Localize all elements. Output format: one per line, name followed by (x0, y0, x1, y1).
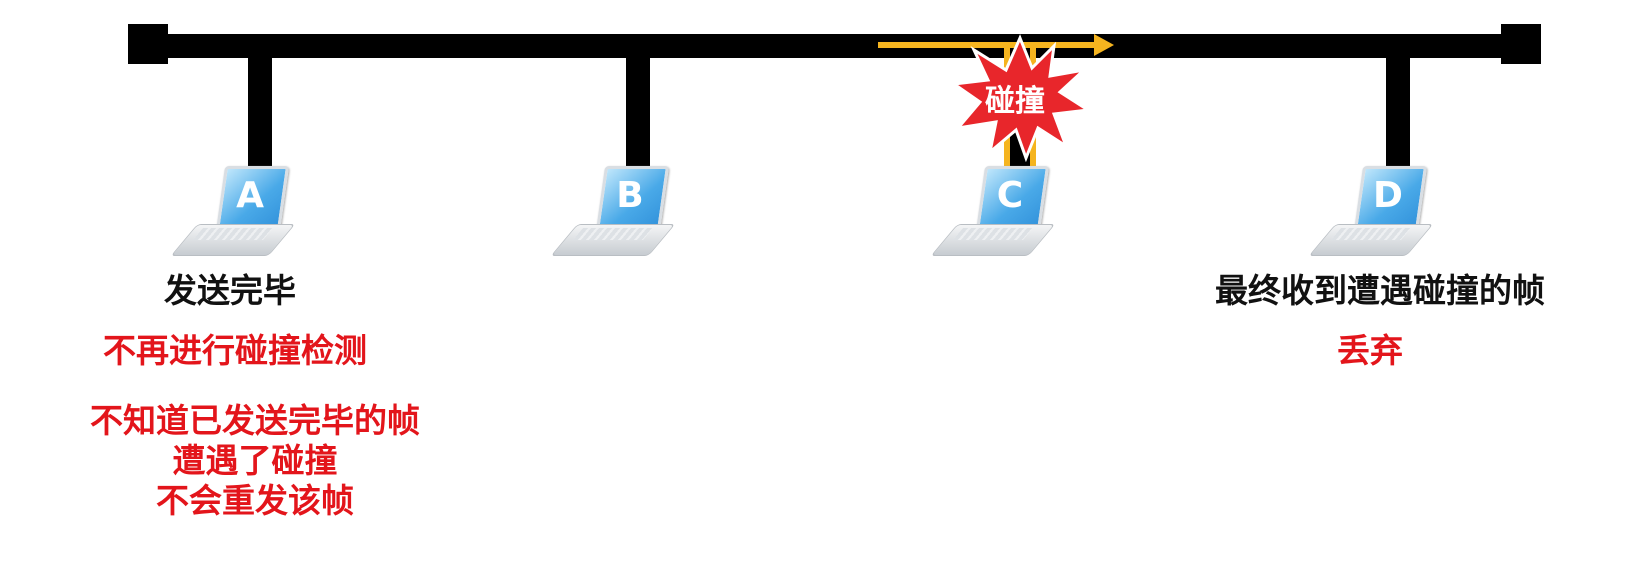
drop-cable-a (248, 50, 272, 170)
signal-arrow-shaft (878, 42, 1096, 48)
arrow-right-icon (1094, 34, 1114, 56)
station-label-c: C (996, 175, 1024, 216)
station-a-note-line3: 不会重发该帧 (156, 481, 354, 520)
drop-cable-b (626, 50, 650, 174)
station-a-note-line1: 不知道已发送完毕的帧 (90, 401, 420, 440)
bus-terminator-right (1501, 24, 1541, 64)
bus-cable (128, 34, 1541, 58)
laptop-icon-c: C (930, 160, 1056, 262)
collision-label: 碰撞 (985, 84, 1045, 119)
station-label-d: D (1373, 175, 1403, 216)
laptop-icon-d: D (1308, 160, 1434, 262)
station-a-note-line2: 遭遇了碰撞 (172, 441, 338, 480)
station-a-note-no-detection: 不再进行碰撞检测 (103, 331, 367, 370)
drop-cable-d (1386, 50, 1410, 174)
laptop-icon-b: B (550, 160, 676, 262)
explosion-burst-icon (950, 34, 1090, 162)
station-d-status: 最终收到遭遇碰撞的帧 (1215, 271, 1545, 310)
station-label-b: B (616, 175, 644, 216)
station-a-status: 发送完毕 (164, 271, 296, 310)
bus-terminator-left (128, 24, 168, 64)
station-label-a: A (236, 175, 264, 216)
laptop-icon-a: A (170, 160, 296, 262)
station-d-action: 丢弃 (1337, 331, 1403, 370)
